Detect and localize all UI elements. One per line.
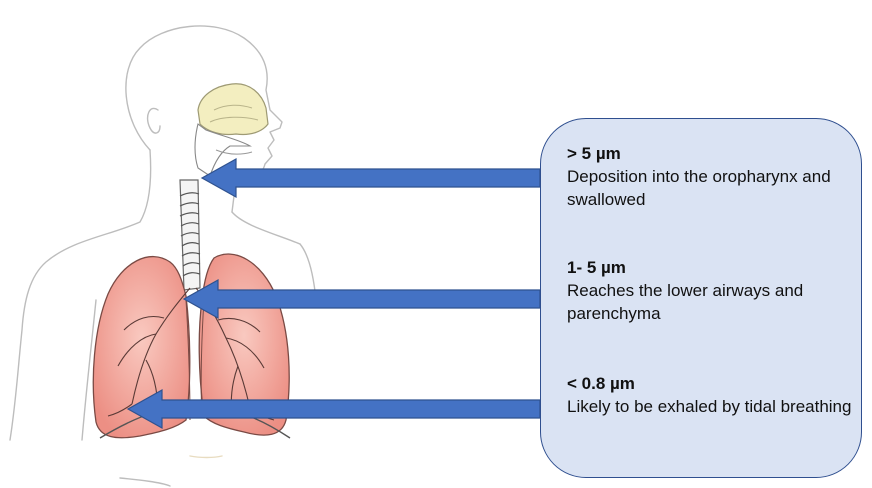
entry-size: > 5 µm: [567, 143, 857, 165]
entry-small-particles: < 0.8 µm Likely to be exhaled by tidal b…: [567, 373, 857, 418]
entry-description: Reaches the lower airways and parenchyma: [567, 279, 857, 325]
entry-size: < 0.8 µm: [567, 373, 857, 395]
nasal-cavity: [198, 84, 268, 135]
particle-size-info-box: > 5 µm Deposition into the oropharynx an…: [540, 118, 862, 478]
entry-description: Deposition into the oropharynx and swall…: [567, 165, 857, 211]
entry-large-particles: > 5 µm Deposition into the oropharynx an…: [567, 143, 857, 211]
respiratory-system-illustration: [93, 84, 290, 438]
entry-medium-particles: 1- 5 µm Reaches the lower airways and pa…: [567, 257, 857, 325]
entry-size: 1- 5 µm: [567, 257, 857, 279]
entry-description: Likely to be exhaled by tidal breathing: [567, 395, 857, 418]
arrow-left-icon: [202, 159, 540, 197]
arrow-oropharynx: [202, 159, 540, 197]
